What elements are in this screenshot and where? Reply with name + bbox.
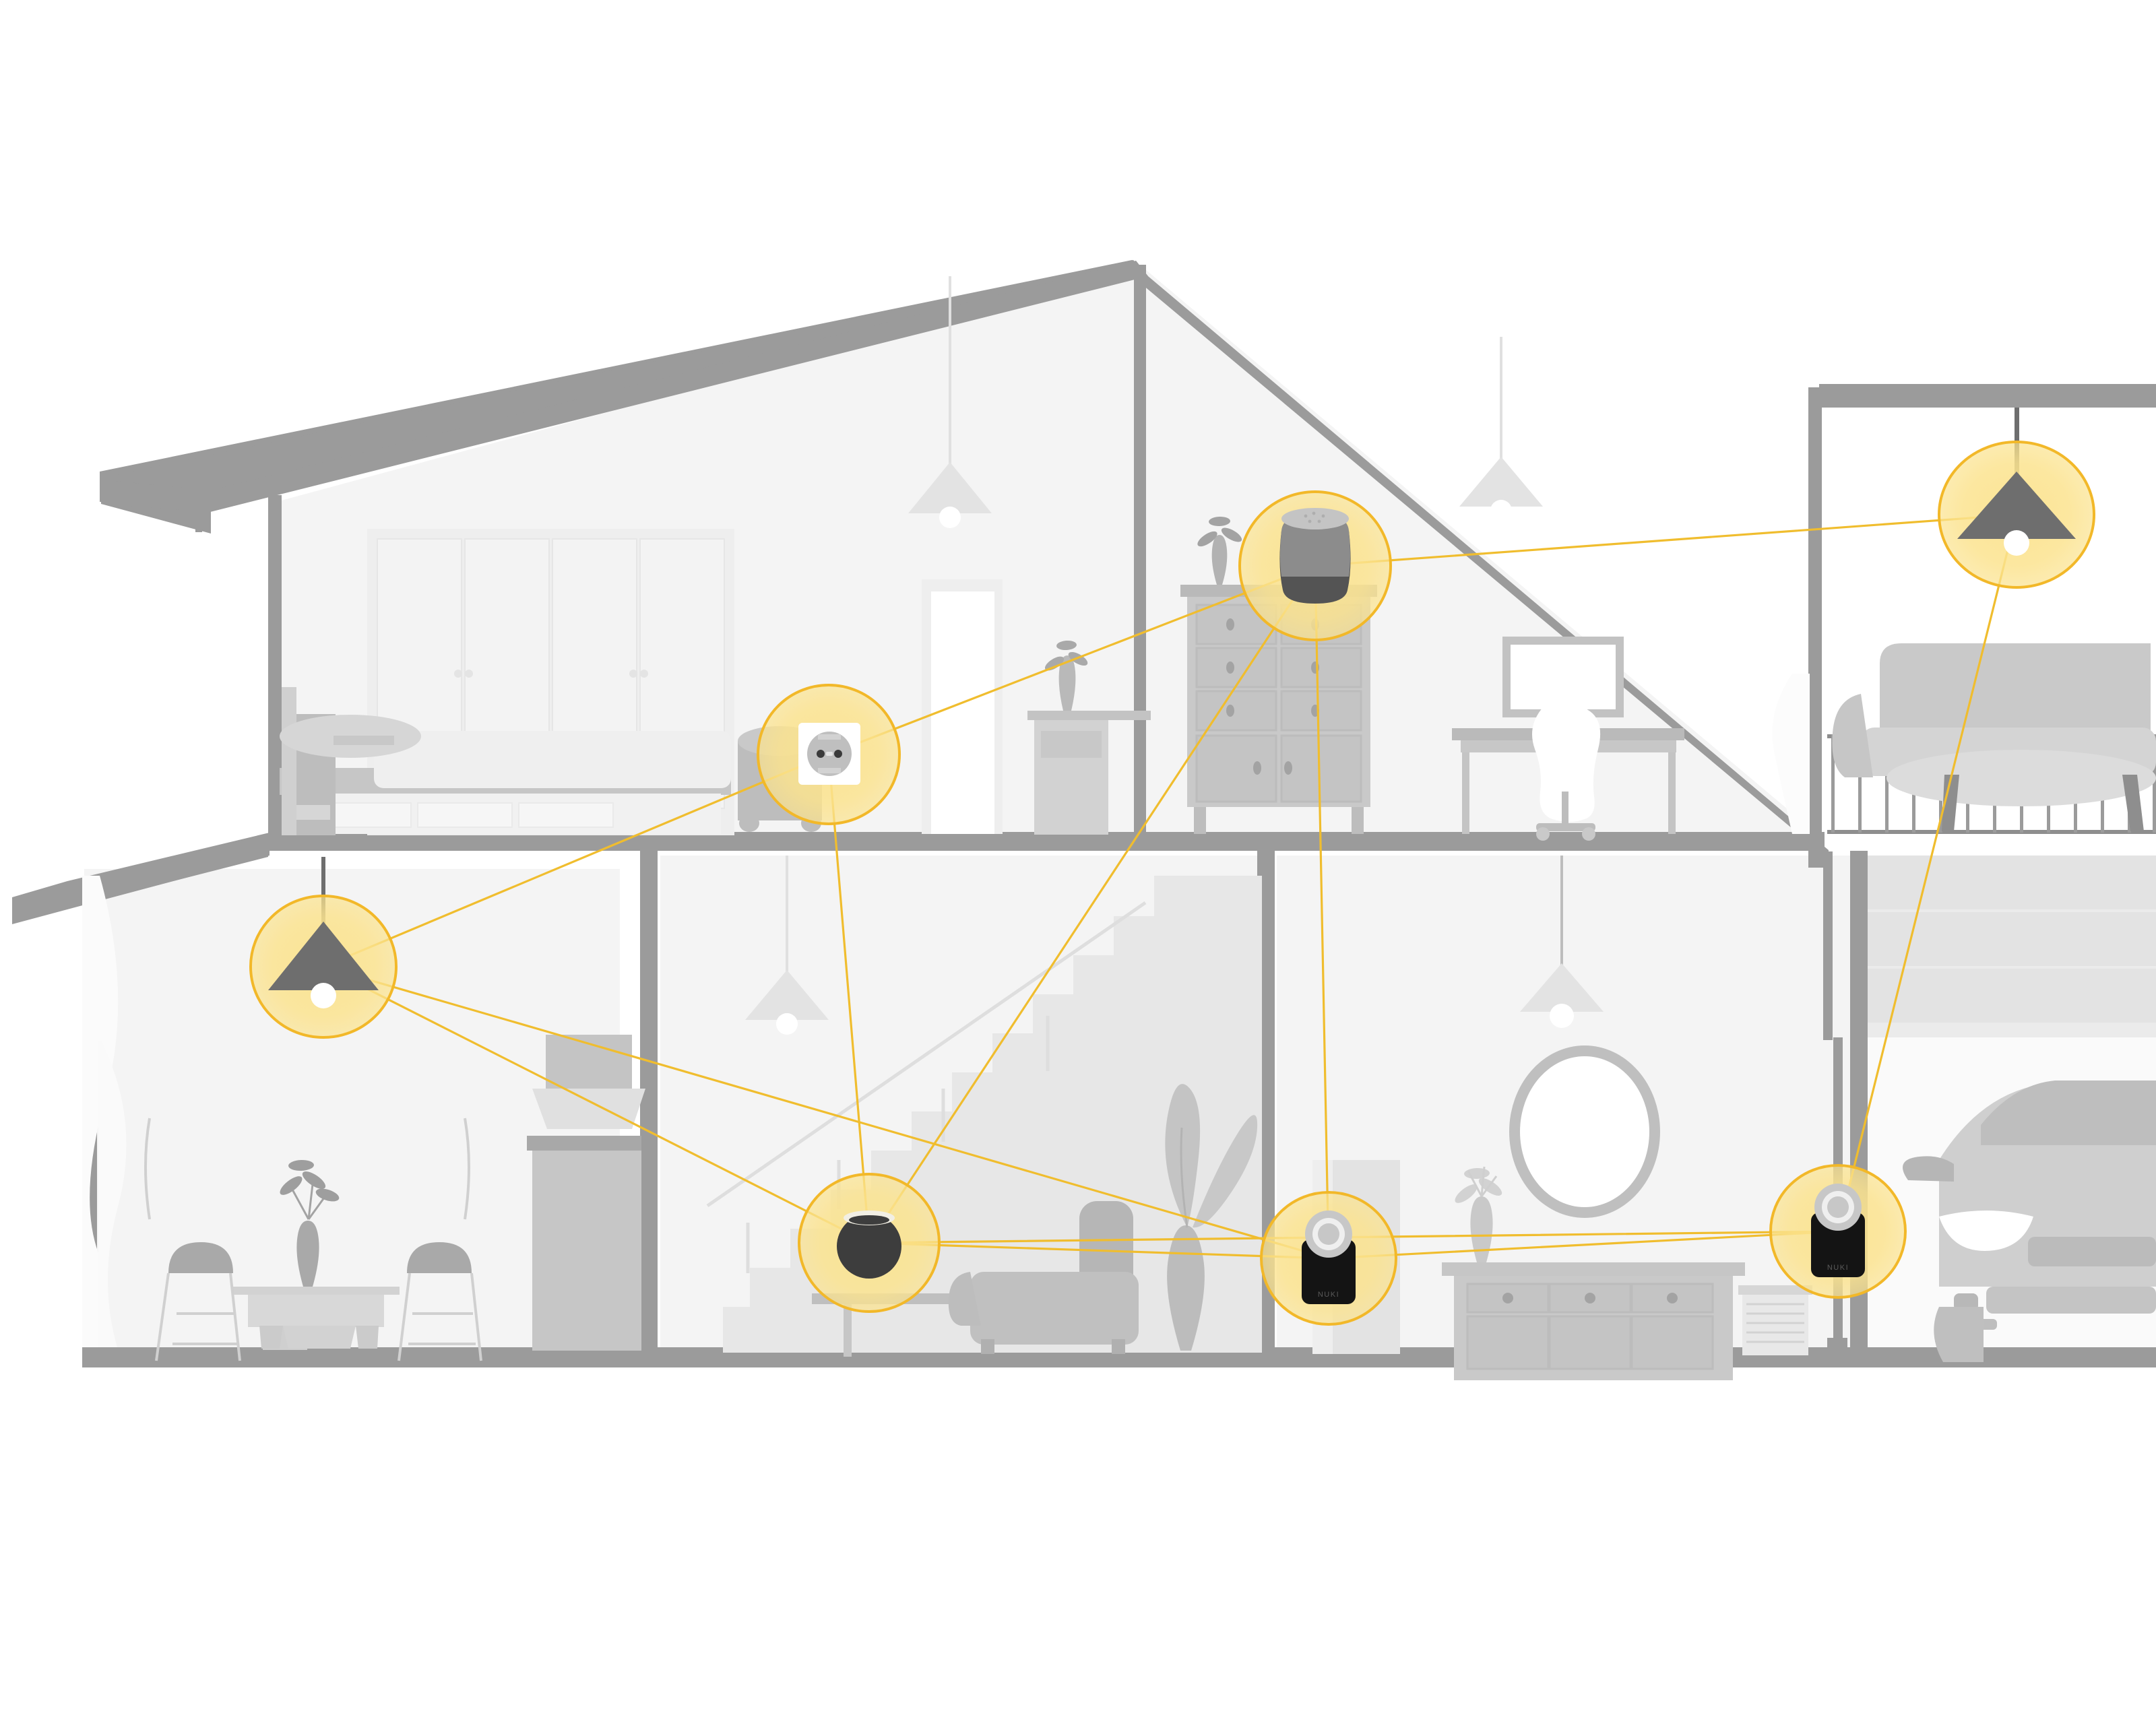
flower-vase-kitchen [280, 1159, 340, 1287]
fridge [532, 1149, 641, 1351]
monitor-screen [1511, 645, 1616, 709]
oval-mirror-glass [1520, 1056, 1649, 1207]
bar-table-surface [232, 1287, 400, 1295]
pendant-lamp-office [1459, 337, 1543, 521]
pendant-lamp-icon [1957, 472, 2076, 539]
link-line [322, 965, 870, 1244]
pendant-lamp-bedroom [908, 276, 992, 528]
car-headlight [1939, 1211, 2033, 1251]
smart-lock-icon: NUKI [1302, 1211, 1356, 1304]
pendant-lamp-icon [268, 922, 379, 990]
link-line [1314, 513, 2018, 567]
link-line [1837, 513, 2018, 1233]
link-line [322, 965, 1330, 1260]
canopy-left-bar [12, 833, 270, 924]
device-lamp-kitchen[interactable] [249, 857, 398, 1039]
link-line [868, 1242, 1330, 1260]
kitchen-furniture [82, 876, 649, 1361]
device-speaker-office[interactable] [1238, 490, 1392, 641]
device-speaker-living[interactable] [798, 1173, 941, 1313]
link-line [322, 753, 830, 968]
armchair [948, 1201, 1139, 1354]
roof-bar-left [101, 261, 1148, 512]
bed-mattress [374, 731, 731, 788]
bar-table-apron [248, 1295, 384, 1327]
car-mirror [1903, 1156, 1954, 1182]
link-line [868, 565, 1317, 1244]
pendant-lamp-hallway [1520, 856, 1604, 1028]
link-line [827, 753, 870, 1244]
range-hood [532, 1089, 645, 1129]
kitchen-door-jamb-2 [641, 1206, 649, 1273]
plant-vase-office [1197, 516, 1242, 585]
curtain-office [1772, 674, 1810, 834]
plain-pendant-lamps [745, 276, 1604, 1035]
smart-speaker-icon [1279, 508, 1351, 604]
flower-vase-hallway [1455, 1166, 1502, 1262]
wall-column-left [282, 687, 296, 835]
roof-flat-right-bar [1819, 384, 2156, 408]
office-side-table [1065, 711, 1151, 720]
device-lock-garage[interactable]: NUKI [1769, 1164, 1907, 1299]
link-line [1314, 565, 1330, 1260]
bulb-icon [2004, 530, 2029, 556]
bar-stool-right [398, 1118, 482, 1361]
garage-door [1868, 856, 2156, 1037]
link-line [1327, 1230, 1839, 1260]
device-lamp-balcony[interactable] [1938, 408, 2095, 589]
bar-stool-right-seat [407, 1242, 472, 1273]
balcony-coffee-table [1886, 750, 2156, 806]
smart-lock-icon: NUKI [1811, 1184, 1865, 1277]
power-socket-icon [798, 723, 860, 785]
car [1903, 1081, 2156, 1362]
balcony-furniture [1832, 643, 2156, 831]
svg-text:NUKI: NUKI [1318, 1291, 1339, 1299]
radiator-top [1738, 1285, 1812, 1295]
device-link-lines [322, 513, 2018, 1260]
bar-stool-left-seat [168, 1242, 233, 1273]
feather-vase [1165, 1084, 1258, 1351]
wall-partition-bedroom-office [1134, 269, 1146, 835]
link-line [827, 565, 1317, 756]
office-chair [1532, 703, 1601, 841]
sofa-leg-right [2122, 775, 2144, 831]
wall-left-upper [268, 495, 282, 832]
bulb-icon [311, 983, 336, 1008]
bedroom-door-panel [931, 591, 994, 834]
garage-post-top [1823, 851, 1833, 1040]
fridge-counter [527, 1136, 647, 1151]
kitchen-wall-shade-2 [98, 1041, 127, 1347]
svg-text:NUKI: NUKI [1827, 1264, 1849, 1272]
sideboard-top [1442, 1262, 1745, 1276]
garage-post-foot [1827, 1338, 1847, 1354]
device-lock-hallway[interactable]: NUKI [1260, 1191, 1397, 1326]
roof-bar-right [1136, 261, 1829, 868]
sofa-leg-left [1942, 775, 1959, 831]
device-socket-bedroom[interactable] [757, 684, 901, 825]
bar-stool-left [144, 1118, 241, 1361]
balcony-sofa-arm [1832, 694, 1873, 777]
wall-office-balcony [1808, 387, 1822, 845]
speaker-mini-icon [837, 1211, 901, 1279]
wall-partition-kitchen-living [640, 851, 658, 1363]
pendant-lamp-living [745, 856, 829, 1035]
kitchen-door-jamb [641, 1118, 649, 1186]
